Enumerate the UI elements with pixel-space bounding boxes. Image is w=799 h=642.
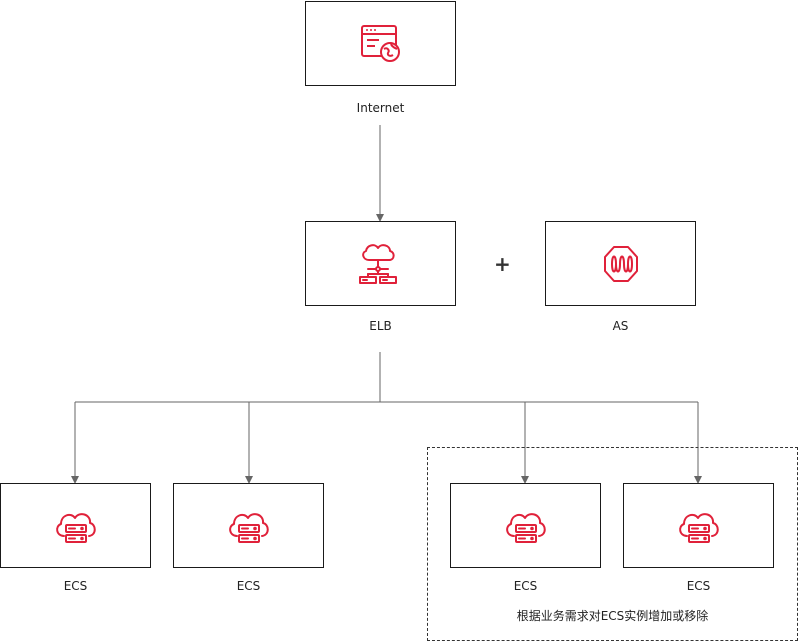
ecs-node-1[interactable]	[0, 483, 151, 568]
cloud-server-icon	[678, 512, 719, 543]
ecs-node-2[interactable]	[173, 483, 324, 568]
as-label: AS	[612, 319, 629, 333]
ecs-node-3[interactable]	[450, 483, 601, 568]
auto-scaling-group-region	[427, 447, 798, 641]
elb-label: ELB	[369, 319, 392, 333]
browser-globe-icon	[360, 24, 400, 62]
ecs-label-4: ECS	[686, 579, 711, 593]
cloud-network-icon	[358, 243, 397, 284]
plus-sign: +	[494, 252, 511, 276]
ecs-label-2: ECS	[236, 579, 261, 593]
cloud-server-icon	[55, 512, 96, 543]
auto-scaling-icon	[603, 245, 638, 282]
ecs-label-1: ECS	[63, 579, 88, 593]
as-node[interactable]	[545, 221, 696, 306]
ecs-label-3: ECS	[513, 579, 538, 593]
internet-node[interactable]	[305, 1, 456, 86]
elb-node[interactable]	[305, 221, 456, 306]
internet-label: Internet	[356, 101, 405, 115]
cloud-server-icon	[505, 512, 546, 543]
ecs-node-4[interactable]	[623, 483, 774, 568]
scaling-region-caption: 根据业务需求对ECS实例增加或移除	[516, 609, 709, 623]
cloud-server-icon	[228, 512, 269, 543]
